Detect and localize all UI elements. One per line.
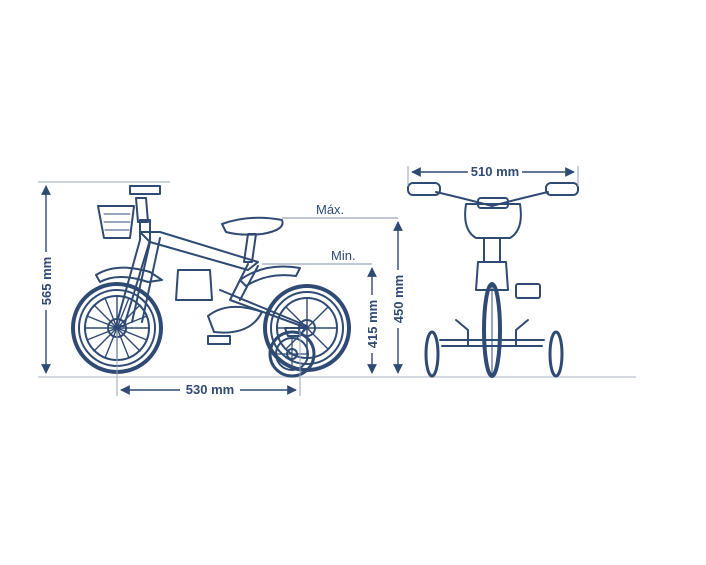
seat [221,216,284,236]
right-training-wheel [548,330,564,378]
left-training-wheel [424,330,440,378]
basket [97,205,135,239]
front-basket [464,203,522,239]
side-view-bike [71,185,351,378]
handlebar [129,185,161,223]
fork [115,219,151,327]
rear-mudguard [239,265,301,287]
seat-height-min-label: 415 mm [365,300,380,348]
seat-min-label: Min. [331,248,356,263]
total-height-label: 565 mm [39,257,54,305]
front-view-bike [407,182,579,378]
chain-guard [207,305,263,334]
front-handlebar [435,191,549,207]
water-bottle [175,269,213,301]
handlebar-width-label: 510 mm [471,164,519,179]
seat-max-label: Máx. [316,202,344,217]
seat-post [243,233,257,263]
bike-frame [139,231,259,271]
front-mudguard [95,266,163,283]
front-pedal [515,283,541,299]
wheelbase-label: 530 mm [186,382,234,397]
seat-height-max-label: 450 mm [391,275,406,323]
training-wheel [268,327,316,378]
pedal [207,335,231,345]
